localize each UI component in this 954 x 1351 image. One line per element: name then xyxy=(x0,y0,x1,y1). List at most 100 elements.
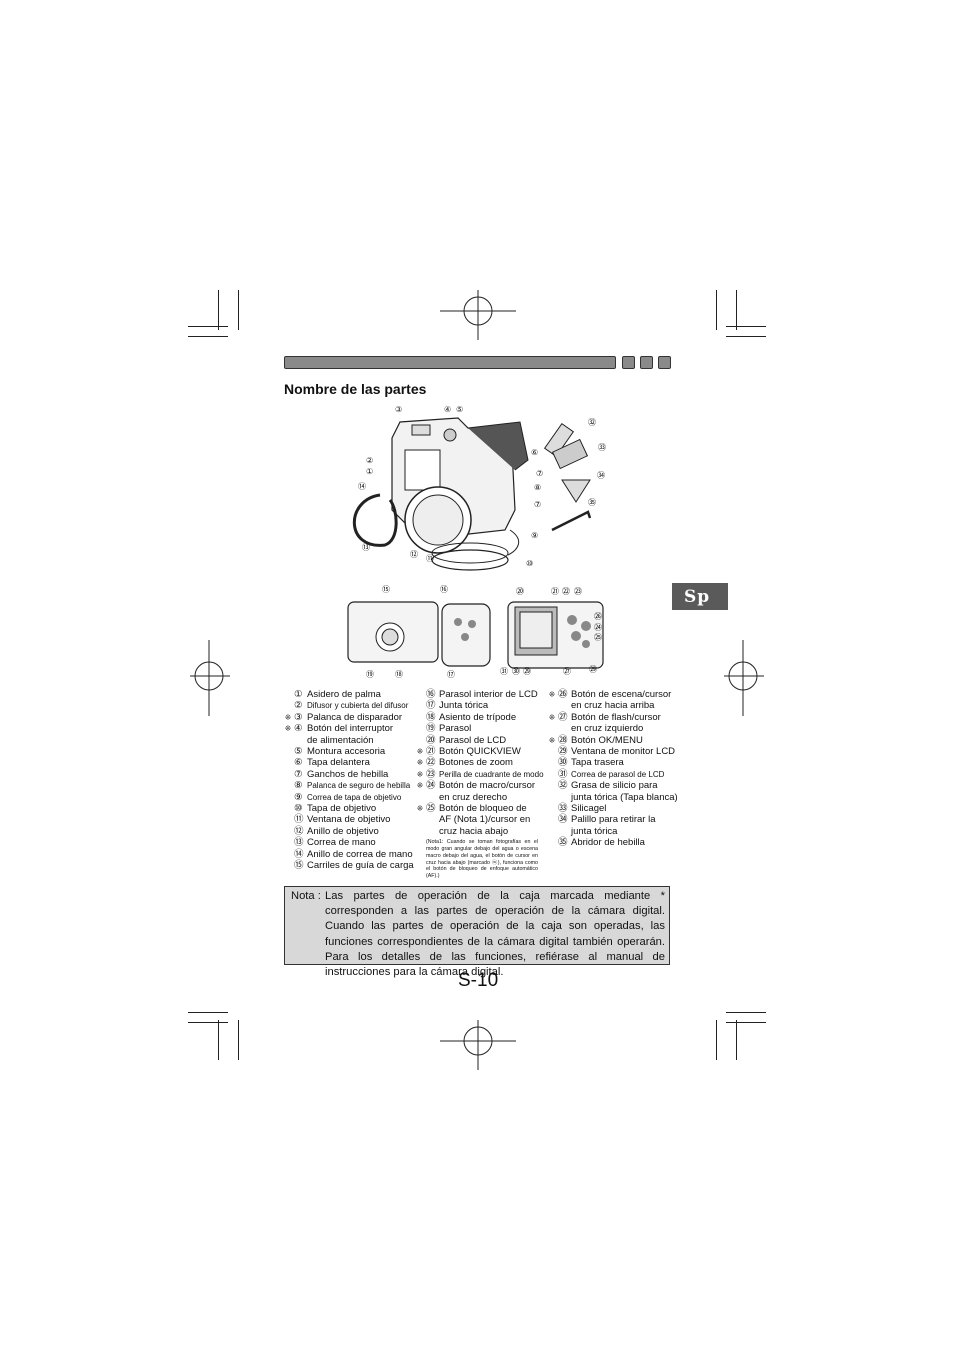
part-name: Parasol interior de LCD xyxy=(439,689,538,700)
operation-mark xyxy=(414,723,426,734)
part-name: Botón de macro/cursor xyxy=(439,780,536,792)
operation-mark xyxy=(282,814,294,825)
part-name: Botón de flash/cursor xyxy=(571,711,661,723)
crop-mark xyxy=(238,1020,239,1060)
crop-mark xyxy=(716,290,717,330)
part-number: ㉒ xyxy=(426,757,436,769)
part-name: Palanca de disparador xyxy=(307,711,403,723)
part-name: Botón OK/MENU xyxy=(571,734,643,746)
part-number: ㉗ xyxy=(558,711,568,723)
operation-mark: ⁜ xyxy=(548,735,556,745)
part-number xyxy=(426,792,439,803)
operation-mark xyxy=(282,826,294,837)
part-number: ⑯ xyxy=(426,689,436,700)
part-number: ⑦ xyxy=(294,768,303,780)
part-name: Grasa de silicio para xyxy=(571,780,658,792)
part-number: ⑲ xyxy=(426,723,436,735)
header-square xyxy=(640,356,653,369)
part-item: AF (Nota 1)/cursor en xyxy=(414,814,544,825)
operation-mark xyxy=(546,780,558,791)
operation-mark xyxy=(546,803,558,814)
callout-label: ㉟ xyxy=(588,498,596,507)
callout-label: ⑯ xyxy=(440,585,448,594)
operation-mark xyxy=(282,757,294,768)
crop-mark xyxy=(726,1022,766,1023)
operation-mark xyxy=(282,837,294,848)
part-name: Silicagel xyxy=(571,803,607,815)
callout-label: ㉓ xyxy=(574,587,582,596)
part-name: Tapa de objetivo xyxy=(307,803,377,815)
part-number: ⑪ xyxy=(294,814,304,826)
operation-mark xyxy=(414,826,426,837)
operation-mark xyxy=(282,769,294,780)
part-name: Difusor y cubierta del difusor xyxy=(307,701,409,711)
part-name: en cruz derecho xyxy=(439,791,508,803)
operation-mark: ⁜ xyxy=(416,747,424,757)
part-name: AF (Nota 1)/cursor en xyxy=(439,814,531,826)
header-bar xyxy=(284,356,616,369)
operation-mark xyxy=(546,814,558,825)
operation-mark xyxy=(282,735,294,746)
part-name: Ventana de monitor LCD xyxy=(571,746,676,758)
callout-label: ㉜ xyxy=(588,418,596,427)
part-number: ① xyxy=(294,689,303,700)
callout-label: ⑱ xyxy=(395,670,403,679)
callout-label: ㉛ xyxy=(500,667,508,676)
operation-mark xyxy=(414,814,426,825)
callout-label: ㉖ xyxy=(594,612,602,621)
part-number: ⑫ xyxy=(294,825,304,837)
callout-label: ㉚ xyxy=(512,667,520,676)
callout-label: ㉗ xyxy=(563,667,571,676)
language-tab: Sp xyxy=(672,583,728,610)
crop-mark xyxy=(188,326,228,327)
part-item: en cruz izquierdo xyxy=(546,723,678,734)
note-label: Nota : xyxy=(291,890,321,902)
header-square xyxy=(622,356,635,369)
operation-mark xyxy=(282,803,294,814)
operation-mark: ⁜ xyxy=(416,804,424,814)
part-name: Correa de tapa de objetivo xyxy=(307,792,402,802)
page-number: S-10 xyxy=(458,970,499,991)
part-name: en cruz izquierdo xyxy=(571,723,644,735)
callout-label: ⑧ xyxy=(534,483,542,492)
operation-mark xyxy=(414,700,426,711)
callout-label: ㉞ xyxy=(597,471,605,480)
callout-label: ⑮ xyxy=(382,585,390,594)
part-name: Ganchos de hebilla xyxy=(307,768,389,780)
section-title: Nombre de las partes xyxy=(284,381,427,397)
operation-mark xyxy=(546,757,558,768)
operation-mark: ⁜ xyxy=(284,724,292,734)
crop-mark xyxy=(726,326,766,327)
part-number: ㉓ xyxy=(426,768,436,780)
crop-mark xyxy=(188,336,228,337)
callout-label: ⑦ xyxy=(534,500,542,509)
crop-mark xyxy=(716,1020,717,1060)
part-item: junta tórica xyxy=(546,826,678,837)
part-number: ② xyxy=(294,700,303,712)
part-name: Parasol de LCD xyxy=(439,734,507,746)
part-item: en cruz hacia arriba xyxy=(546,700,678,711)
part-name: Tapa trasera xyxy=(571,757,624,769)
part-number: ⑥ xyxy=(294,757,303,769)
part-name: cruz hacia abajo xyxy=(439,825,509,837)
callout-label: ② xyxy=(366,456,374,465)
part-name: Palanca de seguro de hebilla xyxy=(307,781,411,791)
part-number: ㉜ xyxy=(558,780,568,792)
callout-label: ⑫ xyxy=(410,550,418,559)
operation-mark xyxy=(414,735,426,746)
part-name: Ventana de objetivo xyxy=(307,814,391,826)
